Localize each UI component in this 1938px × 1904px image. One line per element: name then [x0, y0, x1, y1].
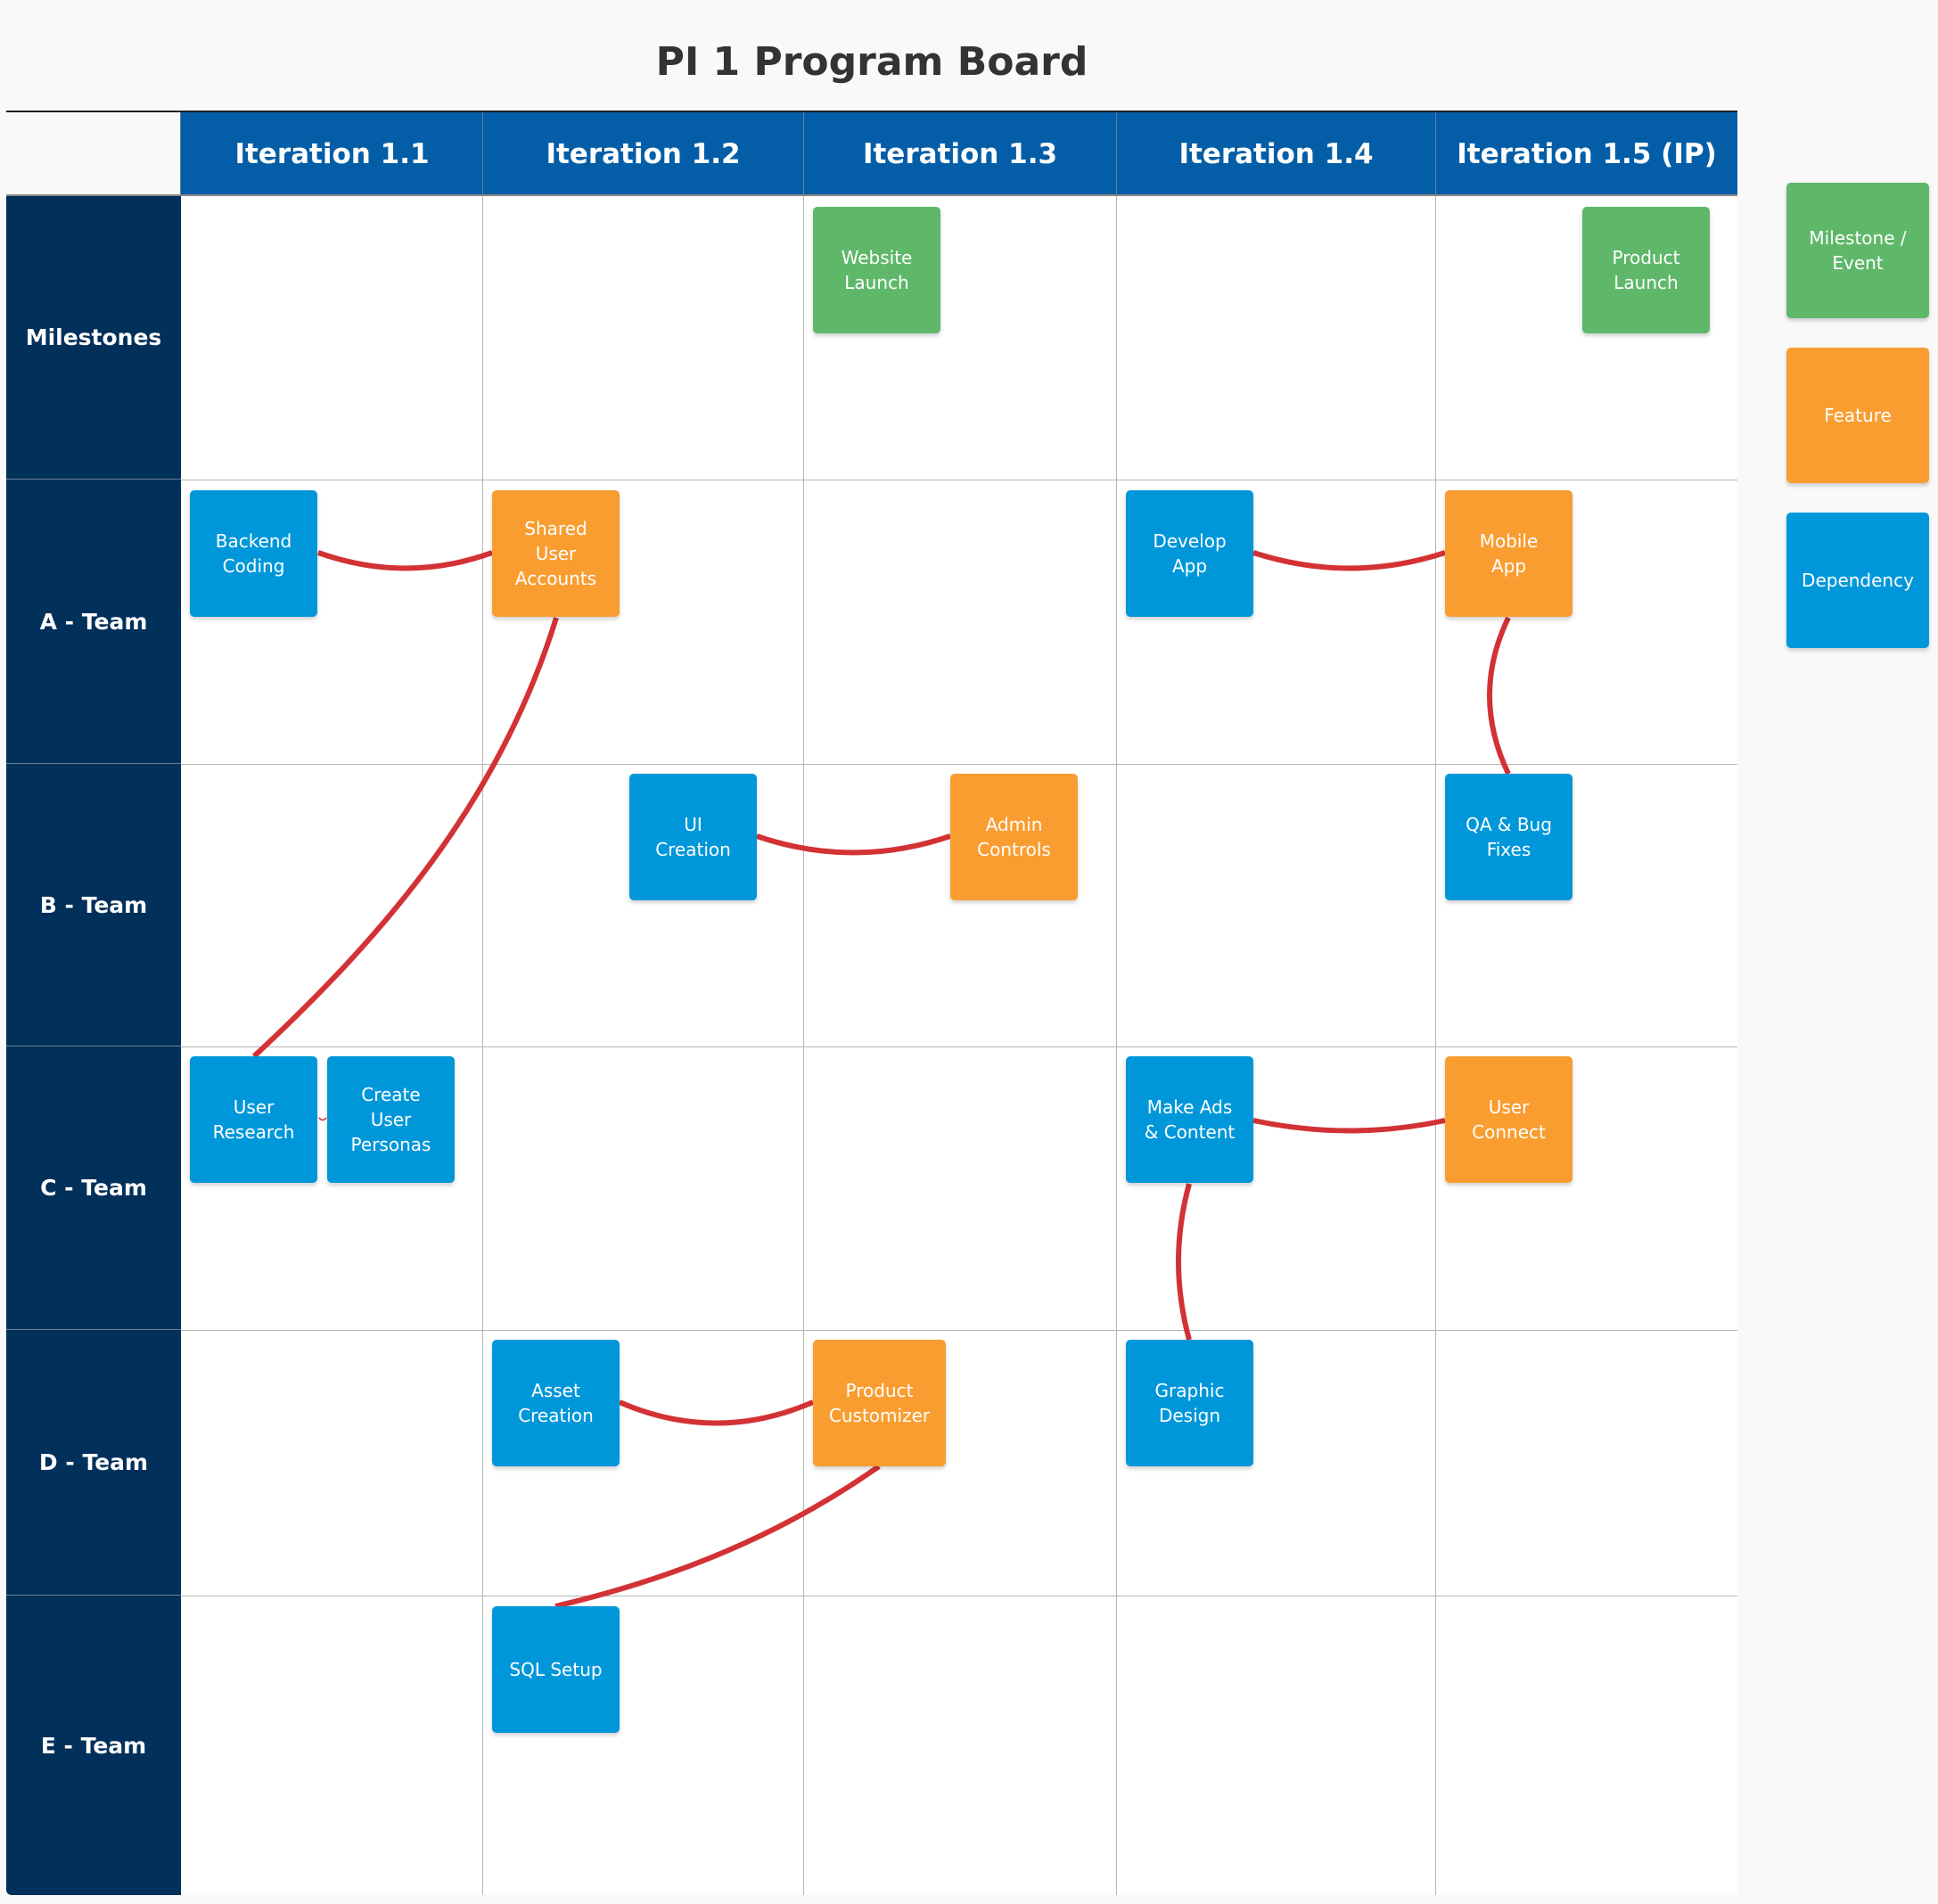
- grid-line: [1435, 196, 1436, 1895]
- card-graphic-design[interactable]: Graphic Design: [1126, 1340, 1253, 1466]
- title-divider: [6, 111, 1737, 112]
- card-shared-user-accounts[interactable]: Shared User Accounts: [492, 490, 620, 617]
- grid-line: [181, 764, 1737, 765]
- legend-feature: Feature: [1786, 348, 1929, 483]
- column-header-iteration-1-3: Iteration 1.3: [803, 112, 1116, 196]
- card-backend-coding[interactable]: Backend Coding: [190, 490, 317, 617]
- row-header-c-team: C - Team: [6, 1046, 181, 1330]
- legend-dependency: Dependency: [1786, 513, 1929, 648]
- row-header-b-team: B - Team: [6, 764, 181, 1046]
- header-divider: [6, 194, 1737, 197]
- card-website-launch[interactable]: Website Launch: [813, 207, 940, 333]
- row-header-d-team: D - Team: [6, 1330, 181, 1596]
- row-header-milestones: Milestones: [6, 196, 181, 480]
- column-header-iteration-1-1: Iteration 1.1: [180, 112, 483, 196]
- card-qa-bug-fixes[interactable]: QA & Bug Fixes: [1445, 774, 1573, 900]
- board-grid: [181, 196, 1737, 1895]
- card-make-ads-content[interactable]: Make Ads & Content: [1126, 1056, 1253, 1183]
- column-header-iteration-1-2: Iteration 1.2: [482, 112, 803, 196]
- column-header-iteration-1-4: Iteration 1.4: [1116, 112, 1435, 196]
- grid-line: [181, 1330, 1737, 1331]
- card-user-connect[interactable]: User Connect: [1445, 1056, 1573, 1183]
- card-ui-creation[interactable]: UI Creation: [629, 774, 757, 900]
- program-board: Iteration 1.1 Iteration 1.2 Iteration 1.…: [6, 112, 1737, 1895]
- row-header-e-team: E - Team: [6, 1596, 181, 1895]
- card-product-customizer[interactable]: Product Customizer: [813, 1340, 946, 1466]
- legend-milestone-event: Milestone / Event: [1786, 183, 1929, 318]
- header-corner: [6, 112, 180, 196]
- grid-line: [1116, 196, 1117, 1895]
- card-develop-app[interactable]: Develop App: [1126, 490, 1253, 617]
- grid-line: [181, 1046, 1737, 1047]
- page-title: PI 1 Program Board: [655, 39, 1088, 85]
- grid-line: [803, 196, 804, 1895]
- card-sql-setup[interactable]: SQL Setup: [492, 1606, 620, 1733]
- grid-line: [482, 196, 483, 1895]
- card-admin-controls[interactable]: Admin Controls: [950, 774, 1078, 900]
- card-product-launch[interactable]: Product Launch: [1582, 207, 1710, 333]
- card-asset-creation[interactable]: Asset Creation: [492, 1340, 620, 1466]
- card-user-research[interactable]: User Research: [190, 1056, 317, 1183]
- row-header-a-team: A - Team: [6, 480, 181, 764]
- column-header-iteration-1-5: Iteration 1.5 (IP): [1435, 112, 1737, 196]
- card-mobile-app[interactable]: Mobile App: [1445, 490, 1573, 617]
- card-create-user-personas[interactable]: Create User Personas: [327, 1056, 455, 1183]
